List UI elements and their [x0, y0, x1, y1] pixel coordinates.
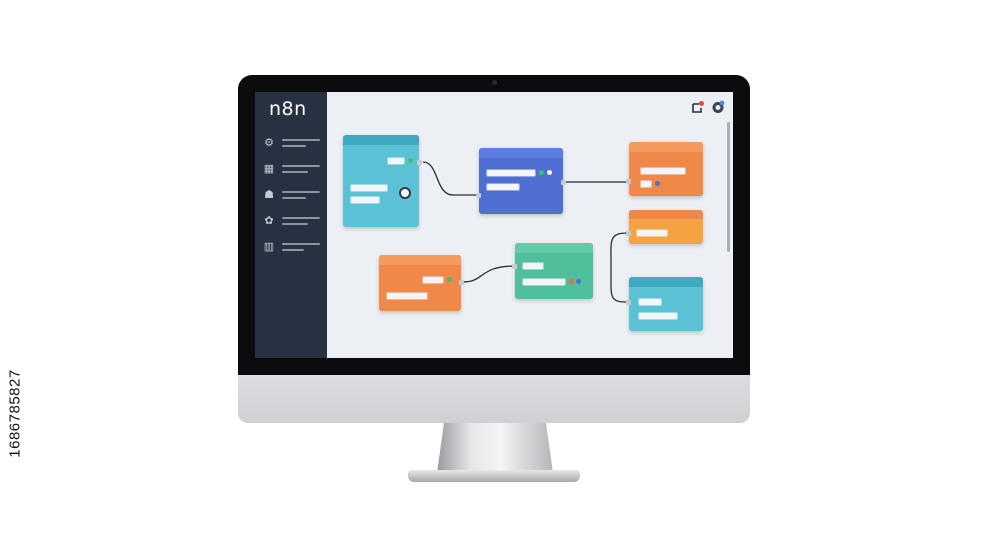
workflow-node-output-3[interactable] [626, 277, 703, 331]
dashboard-icon: ▦ [263, 163, 275, 175]
sidebar-item-dashboard[interactable]: ▦ [262, 162, 322, 176]
gear-icon: ⚙ [264, 137, 274, 149]
monitor-stand-neck [437, 423, 553, 473]
workflow-node-output-2[interactable] [626, 210, 703, 244]
sidebar-item-settings[interactable]: ✿ [262, 214, 322, 228]
connection-lines [422, 161, 630, 303]
sidebar-item-users[interactable]: ☗ [262, 188, 322, 202]
users-icon: ☗ [264, 189, 274, 201]
settings-cog-icon: ✿ [264, 215, 274, 227]
workflow-node-output-1[interactable] [626, 142, 703, 196]
stock-image-id: 1686785827 [6, 368, 24, 458]
workflow-node-trigger[interactable] [343, 135, 422, 227]
sidebar: n8n ⚙ ▦ ☗ ✿ ▥ [255, 92, 327, 358]
monitor-stand-foot [408, 470, 580, 482]
canvas-toolbar [691, 100, 725, 114]
webcam [492, 80, 497, 85]
node-radio-icon[interactable] [399, 187, 411, 199]
workflow-canvas[interactable] [327, 92, 733, 358]
app-logo[interactable]: n8n [269, 98, 307, 120]
canvas-scrollbar[interactable] [727, 122, 730, 252]
workflow-node-transform[interactable] [512, 243, 593, 299]
sidebar-item-analytics[interactable]: ▥ [262, 240, 322, 254]
monitor-chin [238, 375, 750, 423]
share-icon[interactable] [691, 100, 705, 114]
notifications-icon[interactable] [711, 100, 725, 114]
workflow-node-process[interactable] [476, 148, 566, 214]
chart-icon: ▥ [263, 241, 275, 253]
app-screen: n8n ⚙ ▦ ☗ ✿ ▥ [255, 92, 733, 358]
workflow-node-source[interactable] [379, 255, 464, 311]
sidebar-item-workflows[interactable]: ⚙ [262, 136, 322, 150]
